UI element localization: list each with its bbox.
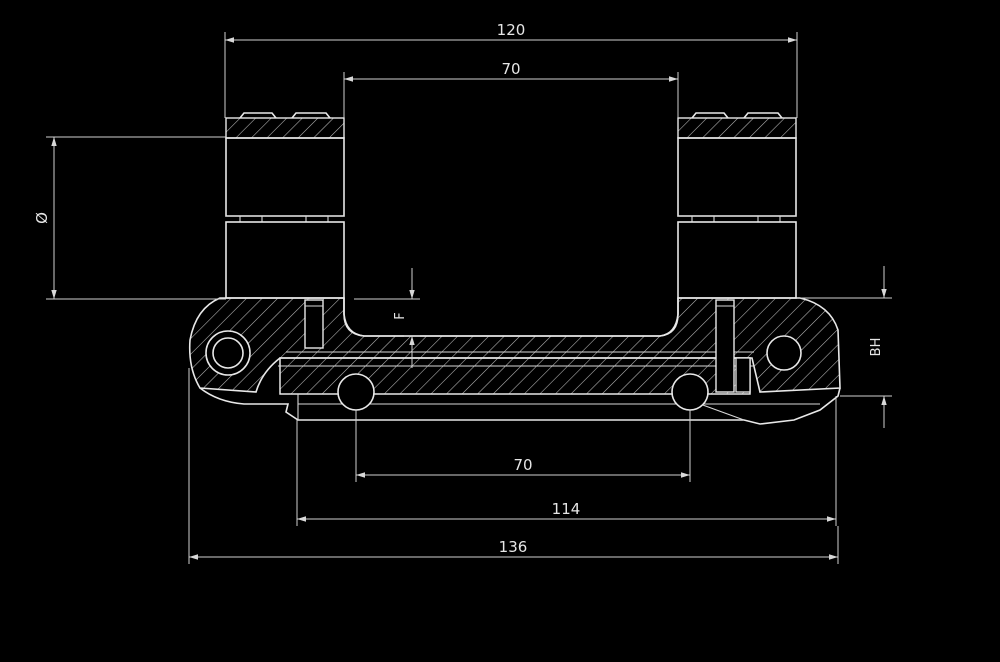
- dim-label-70-top: 70: [501, 60, 520, 78]
- dim-diameter: Ø: [33, 136, 226, 300]
- right-clamp-cap-hatch: [677, 117, 797, 139]
- right-mount-hole: [671, 373, 709, 411]
- dim-label-136: 136: [499, 538, 528, 556]
- left-clamp-cap-hatch: [225, 117, 345, 139]
- dim-label-120: 120: [497, 21, 526, 39]
- right-clamp: [677, 112, 797, 299]
- left-clamp-upper-body: [225, 137, 345, 217]
- right-end-hole: [766, 335, 802, 371]
- dim-label-f: F: [393, 312, 408, 319]
- dim-bottom-overall: 136: [188, 368, 839, 564]
- left-end-hole-inner: [212, 337, 244, 369]
- left-clamp-lower-body: [225, 221, 345, 299]
- dim-label-114: 114: [552, 500, 581, 518]
- dim-height-bh: BH: [800, 266, 892, 428]
- dim-bottom-holes: 70: [355, 410, 691, 482]
- right-clamp-lower-body: [677, 221, 797, 299]
- right-pin: [715, 299, 735, 393]
- left-pin: [304, 299, 324, 349]
- base-plate-outline: [199, 387, 841, 425]
- dim-offset-f: F: [354, 268, 420, 368]
- dim-bottom-base: 114: [296, 396, 837, 526]
- left-clamp: [225, 112, 345, 299]
- dim-top-inner: 70: [343, 60, 679, 118]
- right-clamp-upper-body: [677, 137, 797, 217]
- left-mount-hole: [337, 373, 375, 411]
- dim-label-70-bottom: 70: [513, 456, 532, 474]
- dim-label-bh: BH: [869, 338, 884, 357]
- dim-top-outer: 120: [224, 21, 798, 118]
- right-pin-slot: [735, 357, 751, 393]
- dim-label-diameter: Ø: [33, 212, 51, 224]
